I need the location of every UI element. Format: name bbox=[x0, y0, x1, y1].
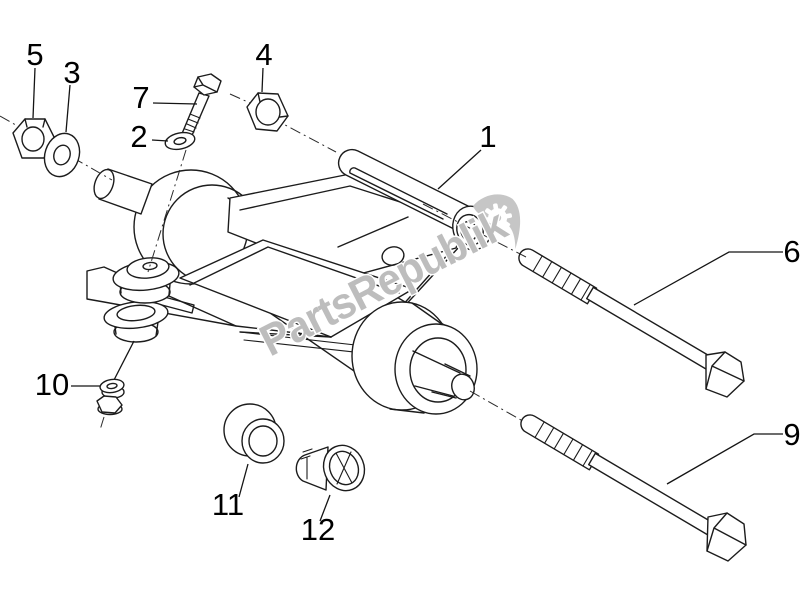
hex-nut-part5 bbox=[12, 118, 55, 159]
callouts: 1 2 3 4 5 6 7 9 bbox=[26, 37, 800, 547]
bolt7-threads bbox=[181, 113, 201, 141]
leader-line bbox=[666, 433, 783, 485]
part-number-label: 1 bbox=[479, 119, 496, 154]
centerline-bolt9 bbox=[469, 390, 529, 425]
part-number-label: 2 bbox=[130, 119, 147, 154]
hex-nut-part4 bbox=[246, 92, 289, 132]
callout-4: 4 bbox=[255, 37, 273, 93]
bolt6-shaft bbox=[586, 286, 716, 372]
leader-line bbox=[32, 67, 36, 119]
callout-6: 6 bbox=[633, 234, 800, 306]
part-number-label: 5 bbox=[26, 37, 43, 72]
leader-line bbox=[319, 494, 331, 522]
part-number-label: 11 bbox=[212, 487, 244, 522]
washer-part10 bbox=[99, 378, 125, 399]
gear-icon bbox=[483, 203, 513, 233]
hub-inner-tube bbox=[451, 373, 475, 401]
hex-nut-part10 bbox=[96, 395, 123, 431]
callout-11: 11 bbox=[212, 463, 249, 522]
rear-hub bbox=[351, 301, 478, 415]
bolt6-head bbox=[705, 351, 745, 398]
part-number-label: 10 bbox=[35, 367, 69, 402]
plate-hole bbox=[381, 246, 405, 266]
bolt-part6 bbox=[518, 248, 745, 398]
leader-line bbox=[261, 67, 264, 93]
upper-tube bbox=[337, 148, 477, 235]
callout-9: 9 bbox=[666, 417, 800, 485]
leader-line bbox=[65, 84, 71, 133]
leader-line bbox=[437, 149, 482, 190]
bolt-part7 bbox=[180, 73, 222, 141]
gusset-plate bbox=[179, 239, 463, 364]
washer-part2 bbox=[164, 131, 196, 151]
bushing-part11 bbox=[223, 403, 285, 464]
bolt9-thread-section bbox=[520, 414, 600, 471]
leader-line bbox=[152, 102, 198, 105]
part-number-label: 4 bbox=[255, 37, 272, 72]
callout-12: 12 bbox=[301, 494, 335, 547]
callout-10: 10 bbox=[35, 367, 100, 402]
centerline-bolt7 bbox=[147, 149, 187, 273]
leader-line bbox=[238, 463, 249, 498]
bolt6-thread-section bbox=[518, 248, 598, 305]
callout-5: 5 bbox=[26, 37, 44, 119]
gear-flag-icon bbox=[473, 194, 521, 250]
bolt9-head bbox=[706, 512, 747, 562]
callout-7: 7 bbox=[132, 80, 198, 115]
callout-3: 3 bbox=[63, 55, 81, 133]
clip-part12 bbox=[295, 444, 366, 492]
part-number-label: 12 bbox=[301, 512, 335, 547]
part-number-label: 3 bbox=[63, 55, 80, 90]
hub-bore bbox=[409, 337, 467, 403]
callout-1: 1 bbox=[437, 119, 497, 190]
washer-part3 bbox=[43, 132, 81, 178]
part-number-label: 6 bbox=[783, 234, 800, 269]
leader-line bbox=[151, 139, 169, 142]
bolt-part9 bbox=[520, 414, 747, 562]
part-number-label: 9 bbox=[783, 417, 800, 452]
part-number-label: 7 bbox=[132, 80, 149, 115]
front-mount-bracket bbox=[86, 257, 332, 381]
centerline-nut4 bbox=[229, 93, 337, 153]
leader-line bbox=[633, 251, 783, 306]
mount-stud-line bbox=[113, 340, 135, 381]
centerline-bolt6 bbox=[422, 203, 527, 258]
callout-2: 2 bbox=[130, 119, 169, 154]
swing-arm-assembly bbox=[86, 148, 492, 415]
